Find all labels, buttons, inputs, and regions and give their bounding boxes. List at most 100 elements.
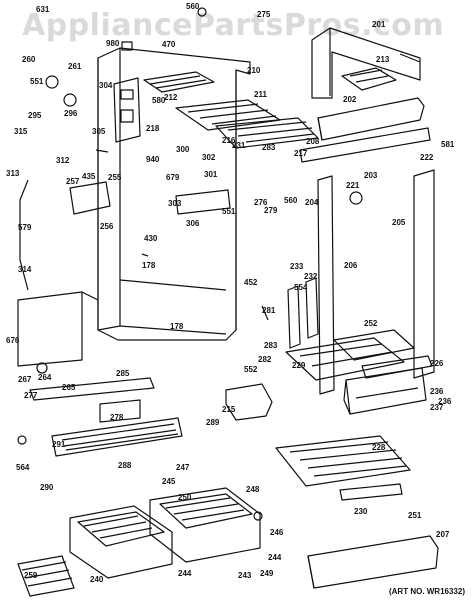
watermark: AppliancePartsPros.com bbox=[22, 8, 445, 43]
part-label: 552 bbox=[244, 365, 258, 374]
part-label: 430 bbox=[144, 234, 158, 243]
part-label: 248 bbox=[246, 485, 260, 494]
part-label: 210 bbox=[247, 66, 261, 75]
shelf-frame-226 bbox=[361, 355, 433, 379]
ice-tray bbox=[341, 67, 397, 91]
freezer-shelf bbox=[143, 71, 215, 93]
pan-243 bbox=[149, 487, 261, 563]
part-label: 237 bbox=[430, 403, 444, 412]
part-label: 314 bbox=[18, 265, 32, 274]
divider-post bbox=[317, 175, 335, 395]
part-label: 259 bbox=[24, 571, 38, 580]
part-label: 211 bbox=[254, 90, 267, 99]
part-label: 244 bbox=[178, 569, 192, 578]
part-label: 267 bbox=[18, 375, 32, 384]
part-label: 302 bbox=[202, 153, 216, 162]
part-label: 217 bbox=[294, 149, 308, 158]
fresh-food-door-side bbox=[413, 169, 435, 379]
part-label: 233 bbox=[290, 262, 304, 271]
part-label: 306 bbox=[186, 219, 200, 228]
freezer-wire-shelf bbox=[175, 99, 281, 131]
part-label: 243 bbox=[238, 571, 252, 580]
pan-240 bbox=[69, 505, 173, 579]
part-label: 264 bbox=[38, 373, 52, 382]
part-label: 178 bbox=[142, 261, 156, 270]
thermostat-257 bbox=[69, 181, 111, 215]
support-bar-277 bbox=[29, 377, 155, 401]
part-label: 300 bbox=[176, 145, 190, 154]
grille-288 bbox=[51, 417, 183, 457]
part-label: 560 bbox=[186, 2, 200, 11]
part-label: 207 bbox=[436, 530, 450, 539]
part-label: 178 bbox=[170, 322, 184, 331]
part-label: 213 bbox=[376, 55, 390, 64]
part-label: 304 bbox=[99, 81, 113, 90]
part-label: 216 bbox=[222, 136, 236, 145]
freezer-door-frame bbox=[311, 27, 421, 99]
part-label: 250 bbox=[178, 493, 192, 502]
part-label: 290 bbox=[40, 483, 54, 492]
shelf-bar-230 bbox=[339, 483, 403, 501]
part-label: 256 bbox=[100, 222, 114, 231]
part-label: 551 bbox=[30, 77, 44, 86]
part-label: 291 bbox=[52, 440, 66, 449]
dairy-door-215 bbox=[225, 383, 273, 421]
part-label: 279 bbox=[264, 206, 278, 215]
shelf-rail-right bbox=[305, 277, 319, 339]
part-label: 204 bbox=[305, 198, 319, 207]
small-hardware bbox=[17, 7, 363, 521]
part-label: 203 bbox=[364, 171, 378, 180]
part-label: 261 bbox=[68, 62, 82, 71]
part-label: 288 bbox=[118, 461, 132, 470]
vent-306 bbox=[175, 189, 231, 215]
part-label: 232 bbox=[304, 272, 318, 281]
part-label: 230 bbox=[354, 507, 368, 516]
part-label: 435 bbox=[82, 172, 96, 181]
part-label: 265 bbox=[62, 383, 76, 392]
part-label: 255 bbox=[108, 173, 122, 182]
part-label: 285 bbox=[116, 369, 130, 378]
part-label: 226 bbox=[430, 359, 444, 368]
part-label: 201 bbox=[372, 20, 386, 29]
part-label: 231 bbox=[232, 141, 246, 150]
glass-shelf-229 bbox=[285, 337, 405, 381]
part-label: 296 bbox=[64, 109, 78, 118]
part-label: 247 bbox=[176, 463, 190, 472]
door-shelf-207 bbox=[307, 535, 439, 589]
part-label: 580 bbox=[152, 96, 166, 105]
part-label: 245 bbox=[162, 477, 176, 486]
part-label: 295 bbox=[28, 111, 42, 120]
part-label: 244 bbox=[268, 553, 282, 562]
part-label: 260 bbox=[22, 55, 36, 64]
part-label: 679 bbox=[166, 173, 180, 182]
part-label: 470 bbox=[162, 40, 176, 49]
part-label: 277 bbox=[24, 391, 38, 400]
part-label: 205 bbox=[392, 218, 406, 227]
part-label: 980 bbox=[106, 39, 120, 48]
part-label: 215 bbox=[222, 405, 236, 414]
art-number: (ART NO. WR16332) bbox=[388, 587, 465, 596]
part-label: 305 bbox=[92, 127, 106, 136]
part-label: 676 bbox=[6, 336, 20, 345]
part-label: 313 bbox=[6, 169, 20, 178]
mullion-bar bbox=[299, 127, 431, 163]
part-label: 283 bbox=[264, 341, 278, 350]
part-label: 303 bbox=[168, 199, 182, 208]
part-label: 252 bbox=[364, 319, 378, 328]
part-label: 240 bbox=[90, 575, 104, 584]
part-label: 940 bbox=[146, 155, 160, 164]
part-label: 312 bbox=[56, 156, 70, 165]
wire-shelf-228 bbox=[275, 435, 411, 487]
part-label: 208 bbox=[306, 137, 320, 146]
shelf-rail-left bbox=[287, 285, 301, 349]
part-label: 218 bbox=[146, 124, 160, 133]
part-label: 301 bbox=[204, 170, 218, 179]
bracket-278 bbox=[99, 399, 141, 423]
outer-case-side bbox=[17, 291, 99, 367]
part-label: 236 bbox=[438, 397, 452, 406]
door-shelf-202 bbox=[317, 97, 425, 141]
part-label: 551 bbox=[222, 207, 236, 216]
